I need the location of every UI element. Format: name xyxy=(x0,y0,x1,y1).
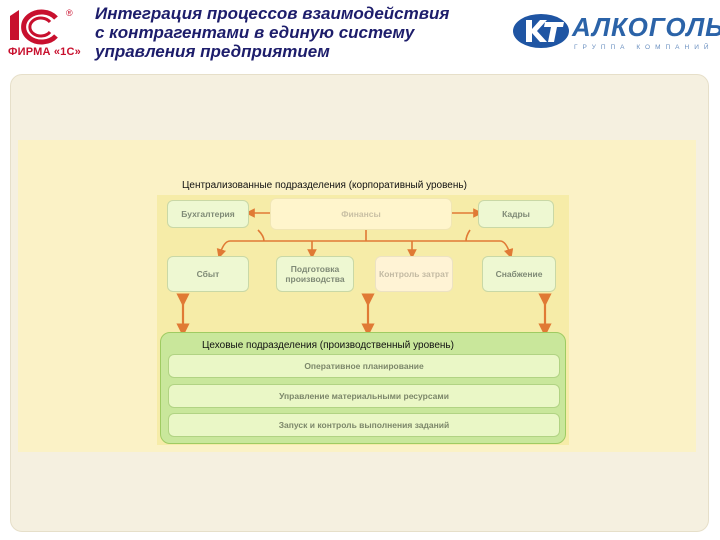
corporate-level-label: Централизованные подразделения (корпорат… xyxy=(182,180,467,191)
logo-kt-alcohol: АЛКОГОЛЬ ГРУППА КОМПАНИЙ xyxy=(512,8,720,58)
box-cost-control: Контроль затрат xyxy=(375,256,453,292)
logo-kt-mark-icon xyxy=(513,14,569,48)
box-supply: Снабжение xyxy=(482,256,556,292)
box-production-prep: Подготовка производства xyxy=(276,256,354,292)
bar-operational-planning: Оперативное планирование xyxy=(168,354,560,378)
box-accounting: Бухгалтерия xyxy=(167,200,249,228)
box-hr: Кадры xyxy=(478,200,554,228)
logo-1c-mark-icon xyxy=(10,9,58,45)
bar-material-resources: Управление материальными ресурсами xyxy=(168,384,560,408)
box-sales: Сбыт xyxy=(167,256,249,292)
logo-1c: ® ФИРМА «1С» xyxy=(6,6,82,62)
logo-brand-text: АЛКОГОЛЬ xyxy=(572,12,720,42)
registered-mark: ® xyxy=(66,8,73,18)
logo-subtitle-text: ГРУППА КОМПАНИЙ xyxy=(574,44,714,51)
page-title: Интеграция процессов взаимодействия с ко… xyxy=(95,4,450,61)
logo-1c-caption: ФИРМА «1С» xyxy=(8,46,81,58)
production-level-label: Цеховые подразделения (производственный … xyxy=(202,340,454,351)
bar-task-control: Запуск и контроль выполнения заданий xyxy=(168,413,560,437)
box-finance: Финансы xyxy=(270,198,452,230)
